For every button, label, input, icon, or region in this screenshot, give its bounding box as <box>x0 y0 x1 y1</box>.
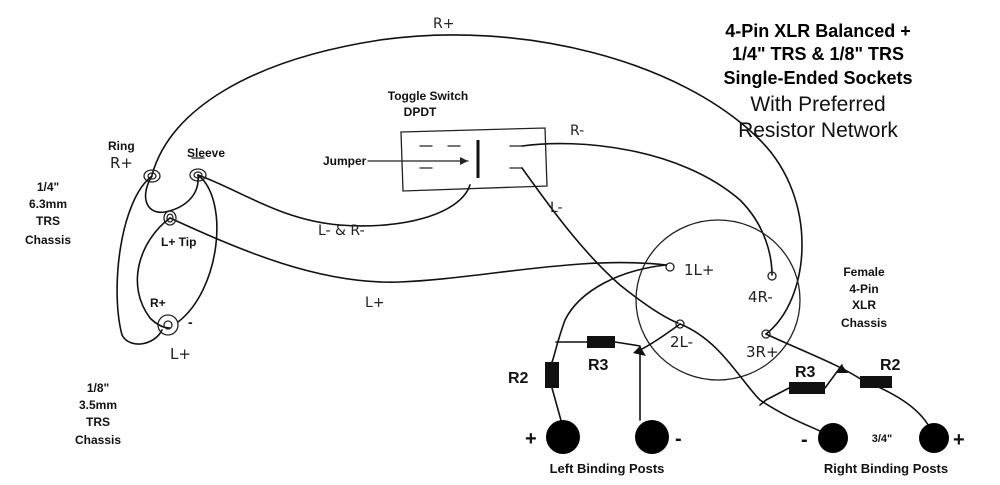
right-minus-sign: - <box>801 429 808 451</box>
title-line-2: 1/4" TRS & 1/8" TRS <box>732 44 904 64</box>
left-plus-post <box>546 420 580 454</box>
right-plus-sign: + <box>953 429 965 451</box>
left-r2-label: R2 <box>508 370 529 387</box>
xlr-chassis-label: Chassis <box>841 316 887 330</box>
xlr-pin-2 <box>675 319 685 329</box>
xlr-kind-label: XLR <box>852 298 876 312</box>
wire-quarter-tip-loop <box>136 217 171 329</box>
diagram-title: 4-Pin XLR Balanced + 1/4" TRS & 1/8" TRS… <box>723 21 912 142</box>
ring-lug <box>143 169 161 183</box>
right-post-spacing: 3/4" <box>872 433 893 445</box>
wire-quarter-to-eighth-sleeve <box>177 174 218 323</box>
wire-pin2-to-left-r3 <box>639 323 681 351</box>
xlr-pin-3-label: 3R+ <box>746 343 779 361</box>
wire-left-r2-to-plus <box>551 387 563 425</box>
sleeve-label: Sleeve <box>187 146 225 160</box>
right-r3-label: R3 <box>795 364 816 381</box>
xlr-pin-3 <box>761 329 771 339</box>
wire-label-l-minus: L- <box>550 200 563 216</box>
toggle-title: Toggle Switch <box>388 89 468 103</box>
trs-eighth-mm: 3.5mm <box>79 398 117 412</box>
wire-l-and-r-minus <box>197 174 471 227</box>
jumper-arrowhead <box>460 157 468 165</box>
wire-l-minus <box>521 167 679 324</box>
xlr-pins-label: 4-Pin <box>849 282 878 296</box>
left-r3-label: R3 <box>588 357 609 374</box>
trs-quarter-socket: Ring R+ Sleeve L+ Tip 1/4" 6.3mm TRS Cha… <box>25 139 225 249</box>
toggle-type: DPDT <box>404 105 437 119</box>
wire-pin1-to-left-plus <box>551 264 667 363</box>
wire-right-r3-left <box>759 387 790 406</box>
xlr-pin-4-label: 4R- <box>748 288 773 306</box>
xlr-pin-4 <box>767 271 777 281</box>
right-r3-resistor <box>789 382 825 394</box>
ring-label: Ring <box>108 139 135 153</box>
left-binding-posts: + - Left Binding Posts <box>525 420 682 476</box>
title-line-3: Single-Ended Sockets <box>723 68 912 88</box>
wire-r-plus-top <box>151 34 803 335</box>
trs-quarter-kind: TRS <box>36 214 60 228</box>
left-junction-arrow <box>633 346 646 356</box>
wire-label-r-minus: R- <box>570 123 584 139</box>
right-plus-post <box>919 423 949 453</box>
tip-lug-hole <box>166 213 174 223</box>
wire-label-r-plus-top: R+ <box>433 16 454 32</box>
eighth-l-plus-label: L+ <box>170 345 191 363</box>
wire-label-l-and-r-minus: L- & R- <box>318 223 365 239</box>
left-minus-post <box>635 420 669 454</box>
right-junction-arrow <box>836 365 848 373</box>
wire-pin2-to-right-minus <box>679 323 823 433</box>
jumper-label: Jumper <box>323 154 367 168</box>
left-plus-sign: + <box>525 428 537 450</box>
eighth-socket-hole <box>163 320 173 330</box>
wire-pin3-to-right-plus <box>765 333 931 429</box>
trs-quarter-size: 1/4" <box>37 180 59 194</box>
eighth-socket-ring <box>157 314 179 336</box>
xlr-pin-1 <box>665 262 675 272</box>
left-r3-resistor <box>587 336 615 348</box>
left-r2-resistor <box>545 362 559 388</box>
wire-quarter-to-eighth-r <box>116 175 163 345</box>
title-line-1: 4-Pin XLR Balanced + <box>725 21 911 41</box>
left-minus-sign: - <box>675 428 682 450</box>
right-binding-posts-label: Right Binding Posts <box>824 461 948 476</box>
trs-quarter-mm: 6.3mm <box>29 197 67 211</box>
toggle-switch: Toggle Switch DPDT Jumper <box>323 89 548 192</box>
ring-pin-label: R+ <box>110 154 133 172</box>
trs-eighth-chassis: Chassis <box>75 433 121 447</box>
wire-label-l-plus: L+ <box>365 295 385 311</box>
xlr-female-label: Female <box>843 265 885 279</box>
title-line-4: With Preferred <box>750 93 885 116</box>
wire-l-plus <box>169 217 667 283</box>
left-binding-posts-label: Left Binding Posts <box>550 461 665 476</box>
xlr-socket: 1L+ 2L- 3R+ 4R- Female 4-Pin XLR Chassis <box>635 219 887 381</box>
right-r2-label: R2 <box>880 357 901 374</box>
wire-quarter-ring-sleeve-loop <box>144 174 199 213</box>
right-binding-posts: - + 3/4" Right Binding Posts <box>801 423 965 476</box>
right-r2-resistor <box>860 376 892 388</box>
tip-label: L+ Tip <box>161 235 196 249</box>
xlr-pin-1-label: 1L+ <box>684 261 714 279</box>
eighth-r-plus-label: R+ <box>150 296 166 310</box>
eighth-minus-label: - <box>188 314 193 330</box>
trs-eighth-socket: R+ - L+ 1/8" 3.5mm TRS Chassis <box>75 296 193 447</box>
xlr-body-outline <box>635 219 801 381</box>
toggle-switch-body <box>400 127 548 192</box>
ring-lug-hole <box>147 172 157 180</box>
trs-eighth-size: 1/8" <box>87 381 109 395</box>
xlr-pin-2-label: 2L- <box>670 333 693 351</box>
trs-eighth-kind: TRS <box>86 415 110 429</box>
trs-quarter-chassis: Chassis <box>25 233 71 247</box>
right-minus-post <box>818 423 848 453</box>
title-line-5: Resistor Network <box>738 119 898 142</box>
wire-r-minus <box>521 142 773 276</box>
